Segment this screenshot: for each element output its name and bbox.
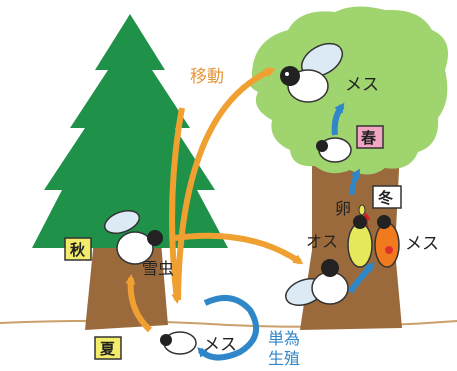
spring-box xyxy=(356,125,384,149)
egg xyxy=(358,204,366,216)
larva-spring xyxy=(316,137,352,163)
female-label-top: メス xyxy=(345,75,379,95)
summer-box xyxy=(94,336,122,360)
egg-label: 卵 xyxy=(335,199,351,218)
spring-up-arrow xyxy=(331,102,345,136)
spring-label: 春 xyxy=(361,129,376,147)
winged-insect-broadleaf xyxy=(285,259,349,306)
parthenogenesis-label-line1: 単為 xyxy=(268,329,300,348)
down-migration-arrow xyxy=(169,107,185,304)
summer-to-autumn-arrow xyxy=(125,274,153,333)
migration-label: 移動 xyxy=(190,67,224,87)
male-insect xyxy=(347,215,373,268)
parthenogenesis-label-line2: 生殖 xyxy=(268,349,300,368)
winged-female-top xyxy=(280,42,344,103)
winter-box xyxy=(372,185,402,209)
snow-insect-autumn xyxy=(103,210,163,265)
autumn-to-broadleaf-arrow xyxy=(174,232,304,265)
parthenogenesis-loop-arrow xyxy=(197,294,260,361)
hatch-up-arrow xyxy=(349,168,361,196)
summer-label: 夏 xyxy=(99,340,116,358)
winter-label: 冬 xyxy=(378,189,393,207)
migration-arrow xyxy=(175,67,276,301)
autumn-box xyxy=(64,237,92,261)
wingless-female-summer xyxy=(160,331,197,355)
conifer-foliage xyxy=(32,14,228,248)
female-insect xyxy=(374,215,400,268)
autumn-label: 秋 xyxy=(70,241,86,259)
female-label-mid: メス xyxy=(405,234,439,254)
snow-insect-label: 雪虫 xyxy=(142,259,174,278)
female-label-bottom: メス xyxy=(203,335,237,355)
to-sexual-arrow xyxy=(347,262,375,294)
broadleaf-crown xyxy=(250,6,449,175)
male-label: オス xyxy=(306,232,338,251)
broadleaf-tree xyxy=(250,6,449,330)
